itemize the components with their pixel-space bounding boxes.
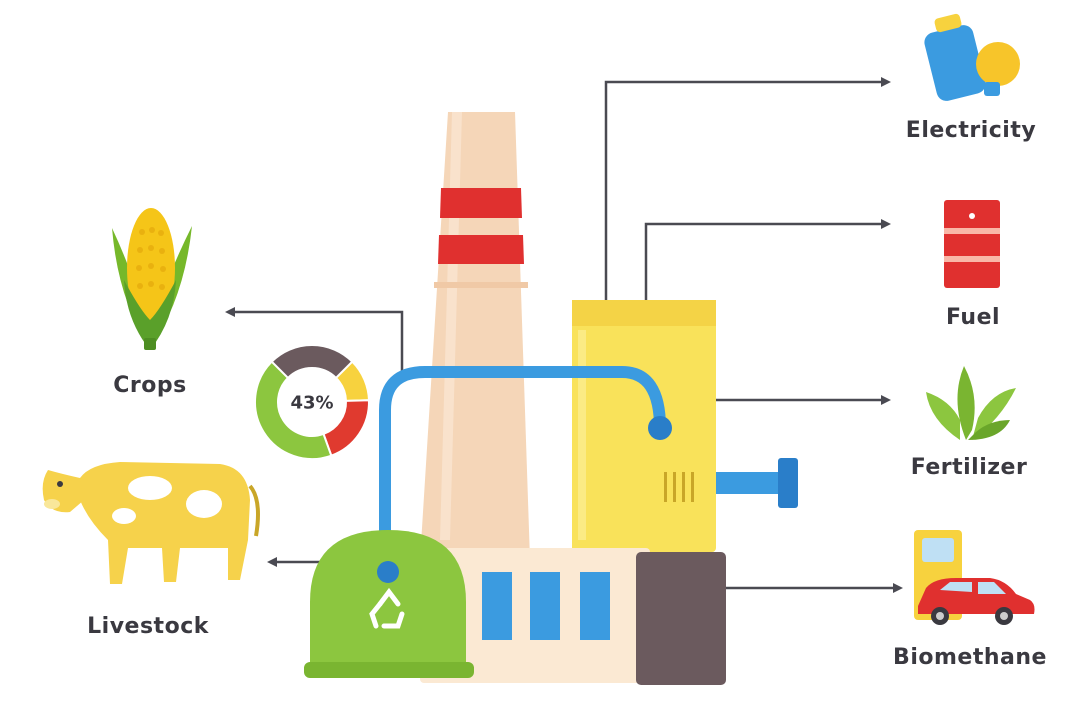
- arrow-to-electricity: [604, 77, 891, 300]
- output-label-fuel: Fuel: [945, 305, 1001, 330]
- input-label-crops: Crops: [113, 373, 187, 398]
- output-label-electricity: Electricity: [905, 118, 1037, 143]
- gas-pipe: [379, 366, 672, 578]
- plant-leaves-icon: [926, 366, 1016, 440]
- storage-tank: [572, 300, 798, 552]
- car-charging-station-icon: [914, 530, 1035, 625]
- output-label-biomethane: Biomethane: [893, 645, 1047, 670]
- connector-arrows: [225, 77, 903, 593]
- donut-center-label: 43%: [290, 392, 334, 414]
- battery-lightbulb-icon: [924, 13, 1020, 101]
- fuel-barrel-icon: [944, 200, 1000, 288]
- chimney: [420, 112, 530, 560]
- arrow-to-crops: [225, 307, 404, 380]
- donut-segment: [254, 360, 333, 460]
- corn-icon: [112, 208, 192, 350]
- factory-building: [420, 548, 726, 685]
- output-label-fertilizer: Fertilizer: [910, 455, 1028, 480]
- arrow-to-fuel: [644, 219, 891, 300]
- donut-chart: [254, 344, 371, 460]
- input-label-livestock: Livestock: [87, 614, 209, 639]
- digester-dome: [304, 530, 474, 678]
- recycle-icon: [369, 587, 405, 629]
- cow-icon: [42, 462, 260, 584]
